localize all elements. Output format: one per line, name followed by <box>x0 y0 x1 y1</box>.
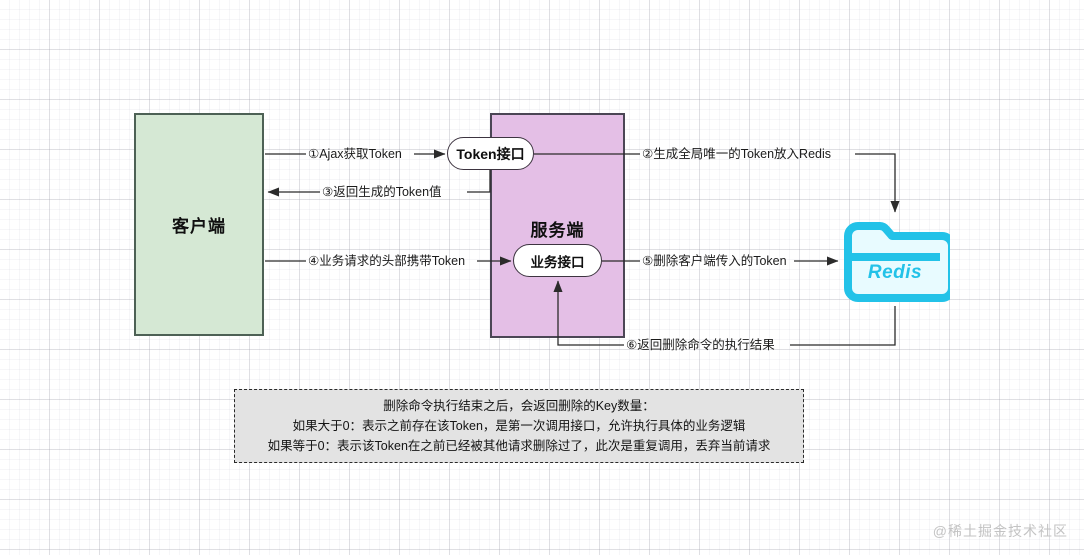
node-server-label: 服务端 <box>530 221 585 240</box>
note-line-2: 如果大于0：表示之前存在该Token，是第一次调用接口，允许执行具体的业务逻辑 <box>292 418 746 433</box>
node-business-api-label: 业务接口 <box>530 254 585 270</box>
edge-2-line-b <box>855 153 900 213</box>
edge-label-3: ③返回生成的Token值 <box>322 185 442 199</box>
node-client[interactable]: 客户端 <box>134 113 264 336</box>
node-client-label: 客户端 <box>172 217 226 236</box>
edge-label-6: ⑥返回删除命令的执行结果 <box>626 338 775 352</box>
note-line-3: 如果等于0：表示该Token在之前已经被其他请求删除过了，此次是重复调用，丢弃当… <box>267 438 771 453</box>
edge-label-1: ①Ajax获取Token <box>308 147 402 161</box>
node-redis[interactable]: Redis <box>840 216 950 306</box>
watermark: @稀土掘金技术社区 <box>932 523 1068 539</box>
edge-6-line-a <box>790 306 896 346</box>
edge-3-line-a <box>467 170 491 193</box>
node-token-api-label: Token接口 <box>456 145 525 162</box>
note-box: 删除命令执行结束之后，会返回删除的Key数量： 如果大于0：表示之前存在该Tok… <box>234 389 804 463</box>
node-token-api[interactable]: Token接口 <box>447 137 534 170</box>
edge-label-4: ④业务请求的头部携带Token <box>308 254 466 268</box>
edge-label-5: ⑤删除客户端传入的Token <box>642 254 787 268</box>
edge-label-2: ②生成全局唯一的Token放入Redis <box>642 147 832 161</box>
node-redis-label: Redis <box>867 262 923 283</box>
folder-icon <box>844 222 950 302</box>
note-line-1: 删除命令执行结束之后，会返回删除的Key数量： <box>383 398 655 413</box>
node-business-api[interactable]: 业务接口 <box>513 244 602 277</box>
